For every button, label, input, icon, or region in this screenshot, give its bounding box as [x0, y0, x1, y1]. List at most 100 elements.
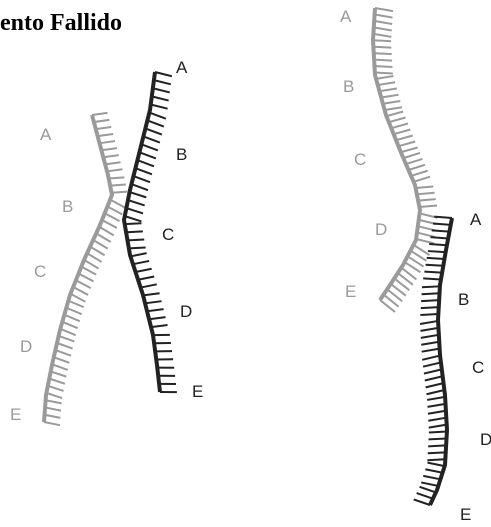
right-gray-strand-rung: [411, 171, 428, 176]
left-black-strand-rung: [147, 309, 163, 311]
left-gray-strand-rung: [55, 350, 71, 356]
left-gray-strand-rung: [101, 148, 116, 150]
left-gray-strand-rung: [84, 260, 99, 269]
right-gray-strand-rung: [383, 101, 400, 104]
left-black-strand-rung: [126, 231, 143, 232]
right-gray-strand-rung: [414, 177, 431, 182]
left-black-strand-rung: [138, 277, 154, 280]
right-black-strand-rung: [428, 452, 446, 453]
right-black-strand-rung: [422, 286, 440, 287]
right-gray-strand-spine: [373, 8, 420, 300]
left-black-strand-rung: [125, 223, 142, 224]
left-black-strand-rung: [126, 208, 143, 213]
right-black-label-D: D: [480, 430, 491, 449]
right-black-strand-rung: [420, 314, 438, 315]
right-black-strand-rung: [429, 438, 447, 439]
right-gray-strand: [373, 8, 437, 312]
right-black-strand-rung: [422, 293, 440, 294]
left-black-strand-rung: [151, 325, 167, 327]
left-gray-strand-rung: [46, 400, 62, 403]
right-black-strand-rung: [427, 397, 445, 400]
left-black-label-C: C: [162, 225, 174, 244]
left-black-strand-rung: [151, 104, 168, 108]
right-black-strand-rung: [426, 383, 444, 387]
left-gray-strand-rung: [100, 141, 115, 143]
right-gray-label-C: C: [354, 150, 366, 169]
right-black-strand-rung: [425, 376, 443, 380]
right-black-strand-rung: [428, 411, 446, 414]
left-gray-strand-rung: [51, 371, 67, 376]
left-gray-strand-rung: [45, 407, 61, 410]
right-gray-strand-rung: [374, 53, 392, 54]
right-black-strand-rung: [429, 425, 447, 428]
left-gray-strand-rung: [49, 379, 65, 384]
left-black-strand-rung: [145, 301, 161, 303]
left-gray-strand-rung: [102, 220, 117, 228]
right-gray-label-A: A: [340, 7, 352, 26]
left-black-strand-rung: [136, 269, 152, 272]
left-black-strand-rung: [149, 113, 165, 119]
right-gray-strand-rung: [376, 76, 393, 79]
right-black-strand-rung: [420, 487, 436, 493]
right-black-strand: [414, 217, 452, 505]
right-gray-strand-rung: [418, 199, 436, 201]
left-gray-strand-rung: [96, 127, 111, 129]
left-black-strand-rung: [154, 80, 171, 84]
left-gray-strand-rung: [44, 422, 60, 425]
right-gray-strand-rung: [419, 205, 437, 207]
left-black-strand-rung: [133, 261, 149, 264]
left-gray-strand-rung: [62, 322, 77, 328]
left-black-label-D: D: [180, 302, 192, 321]
left-gray-strand-rung: [92, 113, 107, 115]
right-black-strand-rung: [428, 251, 446, 252]
right-black-strand-rung: [424, 369, 442, 373]
right-black-strand-rung: [423, 278, 441, 279]
left-gray-strand-rung: [107, 169, 122, 171]
left-gray-strand-rung: [46, 393, 62, 398]
left-black-strand-rung: [129, 248, 146, 249]
right-black-strand-rung: [421, 335, 439, 338]
right-gray-strand-rung: [381, 95, 398, 98]
right-black-strand-rung: [427, 258, 445, 259]
right-gray-strand-rung: [374, 60, 392, 61]
right-black-strand-rung: [422, 349, 440, 352]
left-gray-strand-rung: [103, 155, 118, 157]
left-gray-strand-rung: [93, 240, 108, 249]
right-gray-strand-rung: [373, 47, 391, 48]
right-gray-strand-rung: [406, 159, 423, 164]
left-black-strand-rung: [149, 317, 165, 319]
left-gray-strand-rung: [52, 364, 68, 370]
right-black-strand-rung: [426, 265, 444, 266]
right-black-strand-rung: [423, 476, 440, 479]
right-black-strand-rung: [420, 328, 438, 331]
left-gray-strand-rung: [60, 329, 75, 335]
left-gray-strand-rung: [107, 206, 122, 214]
left-black-strand-rung: [152, 96, 169, 100]
right-gray-strand-rung: [373, 40, 391, 41]
left-gray-strand-rung: [105, 213, 120, 221]
left-gray-strand-rung: [98, 134, 113, 136]
right-black-strand-rung: [428, 418, 446, 421]
left-gray-strand-rung: [99, 227, 114, 236]
left-black-strand-rung: [130, 253, 146, 256]
right-black-strand-rung: [434, 217, 452, 218]
left-gray-strand-rung: [112, 192, 128, 193]
left-gray-strand-rung: [90, 247, 105, 256]
left-gray-strand-rung: [94, 120, 109, 122]
right-gray-label-E: E: [345, 282, 356, 301]
right-black-strand-rung: [428, 404, 446, 407]
right-black-label-C: C: [472, 358, 484, 377]
right-black-strand-rung: [423, 362, 441, 366]
right-gray-strand-rung: [416, 239, 434, 243]
right-black-strand-rung: [427, 463, 444, 466]
left-gray-strand-rung: [96, 233, 111, 242]
right-black-strand-rung: [422, 356, 440, 360]
left-black-strand-rung: [147, 120, 163, 126]
left-gray-strand-rung: [105, 162, 120, 164]
right-black-label-B: B: [458, 290, 469, 309]
right-gray-strand-rung: [385, 107, 402, 110]
left-black-strand-rung: [130, 192, 147, 197]
left-gray-strand-rung: [54, 357, 70, 363]
right-black-strand-rung: [429, 432, 447, 433]
